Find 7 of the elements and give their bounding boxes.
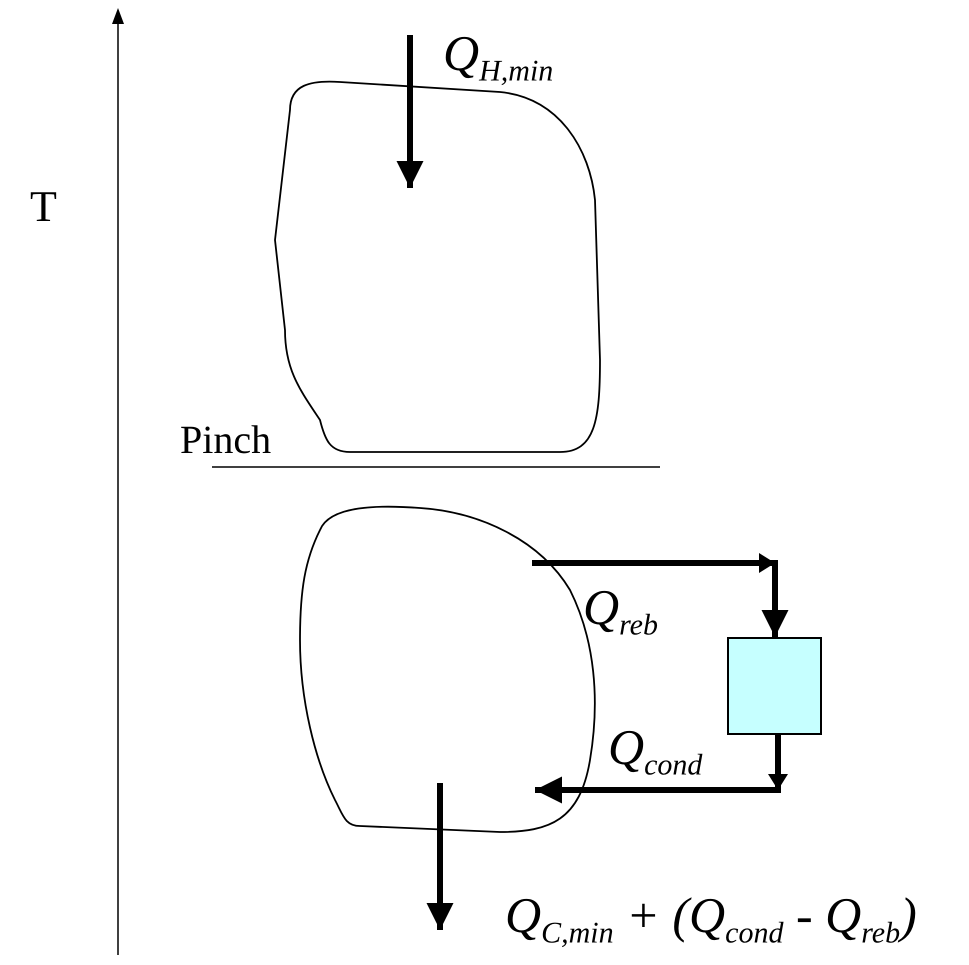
edge-label: Q$_{cond}$ xyxy=(608,722,702,780)
axis-label: T xyxy=(30,185,57,229)
edge-label: Q$_{H,min}$ xyxy=(443,28,554,86)
pinch-label: Pinch xyxy=(180,420,272,460)
edge-label: Q$_{reb}$ xyxy=(583,582,658,640)
edge-label: Q$_{C,min}$ + (Q$_{cond}$ - Q$_{reb}$) xyxy=(505,890,917,948)
column-box xyxy=(727,637,822,735)
